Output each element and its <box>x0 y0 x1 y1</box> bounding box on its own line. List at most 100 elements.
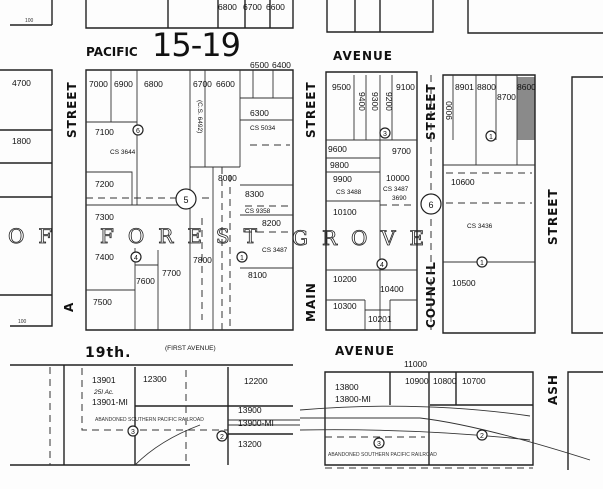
block-2: 9500 9400 9300 9200 9100 9600 9700 9800 … <box>325 71 418 331</box>
tract-name-of: OF <box>8 224 66 248</box>
parcel-number: 6 <box>428 200 433 210</box>
lot-label: 8300 <box>245 189 264 199</box>
lot-label: 9900 <box>333 174 352 184</box>
lot-label: 10000 <box>386 173 410 183</box>
parcel-circle <box>132 124 144 136</box>
lot-label: 8100 <box>248 270 267 280</box>
lot-label: 11000 <box>404 359 427 369</box>
street-name-first-avenue: (FIRST AVENUE) <box>165 345 216 352</box>
parcel-number: 1 <box>480 260 484 267</box>
lot-label: 9700 <box>392 146 411 156</box>
lot-label: 8600 <box>517 82 536 92</box>
lot-label: 10800 <box>433 376 457 386</box>
parcel-circle <box>379 127 391 139</box>
lot-label: 10201 <box>368 314 392 324</box>
lot-label: 13800 <box>335 382 359 392</box>
lot-label: 7400 <box>95 252 114 262</box>
cs-label: CS 9358 <box>245 208 271 215</box>
parcel-circle <box>216 430 228 442</box>
lot-label: 9200 <box>384 92 394 111</box>
lot-label: 10600 <box>451 177 475 187</box>
lot-label: 12300 <box>143 374 167 384</box>
parcel-circle <box>130 251 142 263</box>
parcel-circle <box>127 425 139 437</box>
lot-label: 9800 <box>330 160 349 170</box>
street-name-avenue: AVENUE <box>333 49 393 63</box>
lot-label: 10100 <box>333 207 357 217</box>
block-left: 4700 1800 100 <box>0 69 53 327</box>
street-name-19th: 19th. <box>85 345 131 361</box>
street-name-main-street: STREET <box>304 81 318 138</box>
lot-label: 13800-MI <box>335 394 371 404</box>
street-name-avenue-bottom: AVENUE <box>335 344 395 358</box>
lot-label: 7200 <box>95 179 114 189</box>
parcel-number: 2 <box>480 433 484 440</box>
lot-label: 7800 <box>193 255 212 265</box>
dimension-label: 100 <box>25 18 34 24</box>
block-bottom-left: 13901 25I Ac. 13901-MI 12300 12200 13900… <box>10 364 300 466</box>
parcel-number: 4 <box>134 255 138 262</box>
street-name-street: STREET <box>546 188 560 245</box>
parcel-number: 3 <box>377 441 381 448</box>
street-name-ash: ASH <box>546 374 560 405</box>
lot-label: 10700 <box>462 376 486 386</box>
railroad-label: ABANDONED SOUTHERN PACIFIC RAILROAD <box>95 417 204 423</box>
acreage-label: 25I Ac. <box>93 389 114 396</box>
lot-label: 6800 <box>218 2 237 12</box>
railroad-label: ABANDONED SOUTHERN PACIFIC RAILROAD <box>328 452 437 458</box>
street-name-a-street: STREET <box>65 81 79 138</box>
lot-label: 9000 <box>444 101 454 120</box>
parcel-number: 3 <box>131 429 135 436</box>
lot-label: 7600 <box>136 276 155 286</box>
lot-label: 10300 <box>333 301 357 311</box>
parcel-circle <box>236 251 248 263</box>
street-name-main: MAIN <box>304 282 318 322</box>
lot-label: 6600 <box>266 2 285 12</box>
parcel-circle <box>376 258 388 270</box>
lot-label: 6300 <box>250 108 269 118</box>
lot-label: 13900-MI <box>238 418 274 428</box>
lot-label: 8700 <box>497 92 516 102</box>
lot-label: 10200 <box>333 274 357 284</box>
block-right <box>567 76 603 470</box>
shaded-lot <box>517 77 535 140</box>
parcel-number: 6 <box>136 128 140 135</box>
lot-label: 9400 <box>357 92 367 111</box>
cs-label: 3690 <box>392 195 407 202</box>
lot-label: 13901 <box>92 375 116 385</box>
tract-name-forest: FOREST <box>100 224 271 248</box>
lot-label: 6700 <box>243 2 262 12</box>
parcel-number: 2 <box>220 434 224 441</box>
lot-label: 13901-MI <box>92 397 128 407</box>
lot-label: 8200 <box>262 218 281 228</box>
parcel-circle <box>485 130 497 142</box>
block-1: 7000 6900 6800 6700 6600 6500 6400 6300 … <box>85 60 294 331</box>
lot-label: 1800 <box>12 136 31 146</box>
tract-name-grove: GROVE <box>292 226 438 250</box>
lot-label: 10500 <box>452 278 476 288</box>
lot-label: 9500 <box>332 82 351 92</box>
top-blocks: 6800 6700 6600 100 <box>10 0 603 34</box>
parcel-number: 5 <box>183 195 188 205</box>
lot-label: 6900 <box>114 79 133 89</box>
parcel-number: 1 <box>489 134 493 141</box>
cs-label: CS 3436 <box>467 223 493 230</box>
parcel-number: 4 <box>380 262 384 269</box>
block-3: 9000 8901 8800 8700 8600 10600 10500 CS … <box>420 74 536 334</box>
cs-label: CS 3487 <box>262 247 288 254</box>
lot-label: 9300 <box>370 92 380 111</box>
cs-label: CS 3488 <box>336 189 362 196</box>
lot-label: 8901 <box>455 82 474 92</box>
lot-label: 6600 <box>216 79 235 89</box>
cs-label: CS 5034 <box>250 125 276 132</box>
lot-label: 7100 <box>95 127 114 137</box>
lot-label: 7700 <box>162 268 181 278</box>
lot-label: 7500 <box>93 297 112 307</box>
street-name-a: A <box>62 302 76 312</box>
lot-label: 7300 <box>95 212 114 222</box>
lot-label: 4700 <box>12 78 31 88</box>
dimension-label: 100 <box>18 319 27 325</box>
parcel-circle <box>175 188 197 210</box>
